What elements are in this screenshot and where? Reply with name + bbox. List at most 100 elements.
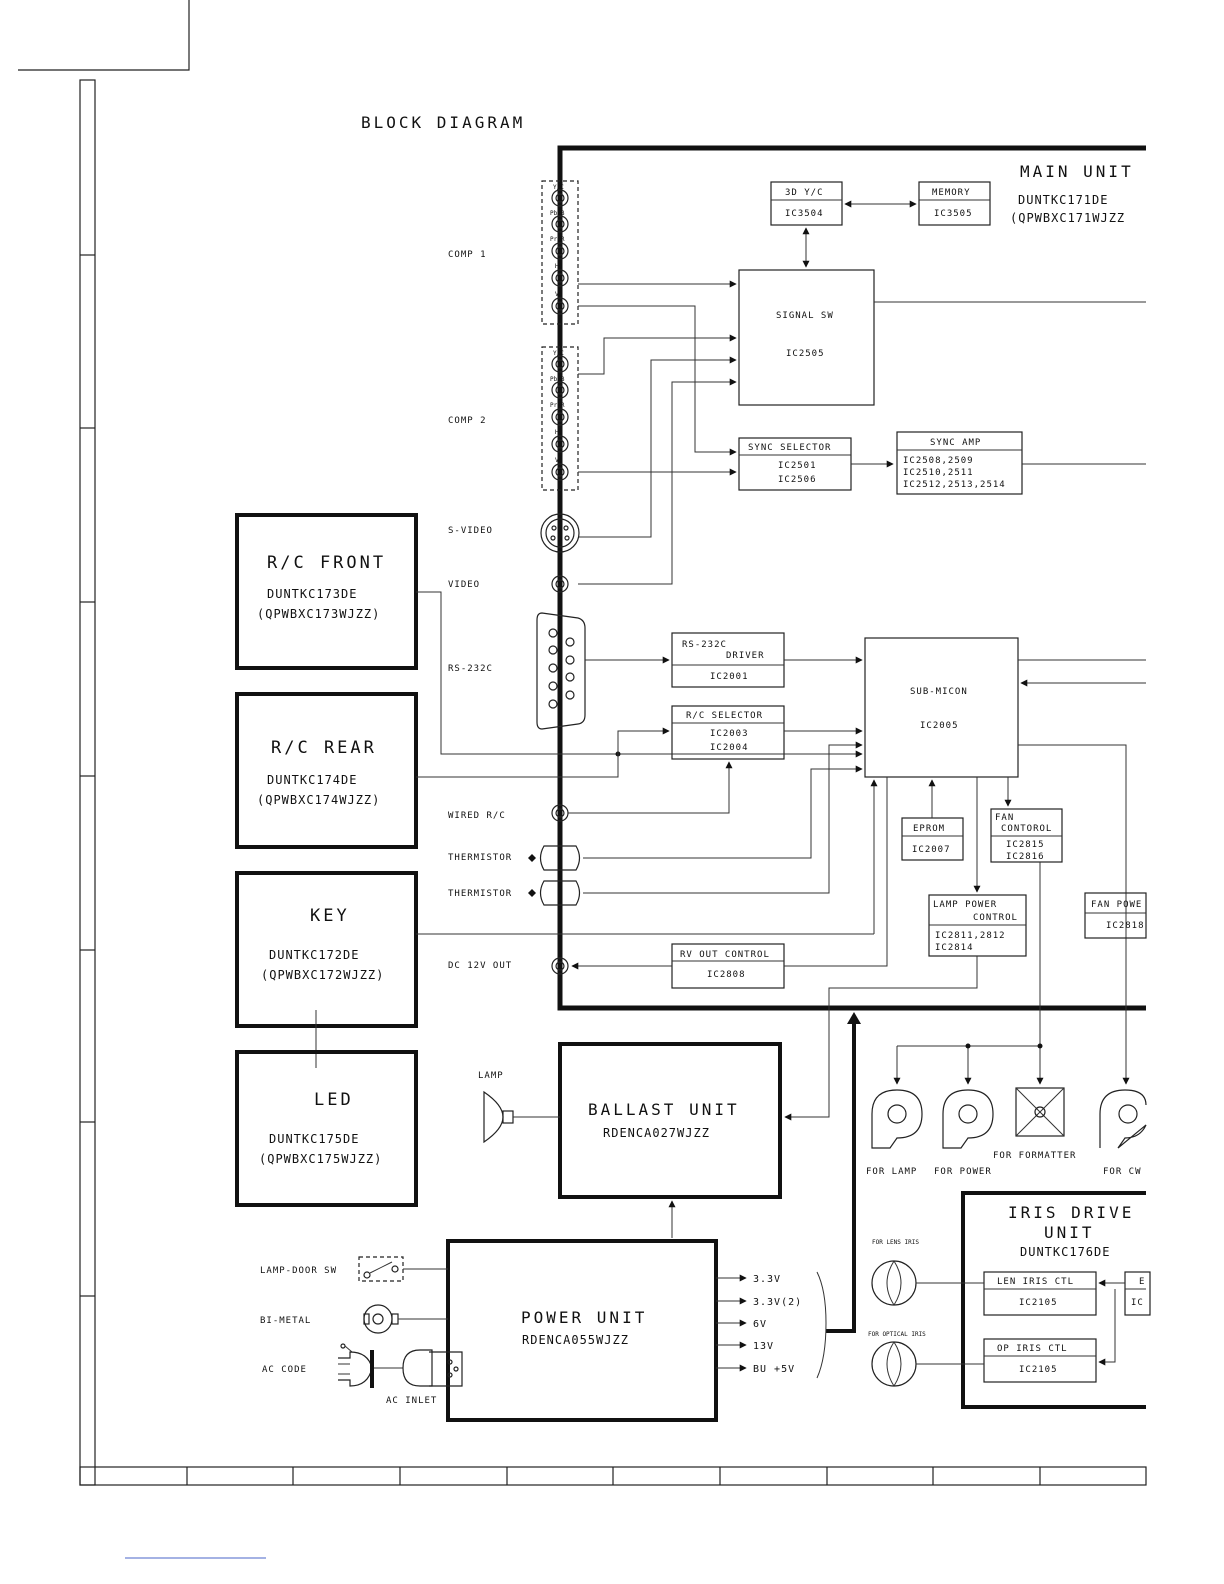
chip-3d-yc: 3D Y/C IC3504 [770, 181, 843, 226]
signal-wiring [578, 280, 737, 585]
label-lamp-door: LAMP-DOOR SW [260, 1266, 337, 1276]
ac-inlet-icon [402, 1349, 463, 1387]
unit-rc-rear: R/C REAR DUNTKC174DE (QPWBXC174WJZZ) [235, 692, 418, 849]
svg-text:RV OUT CONTROL: RV OUT CONTROL [680, 950, 770, 960]
chip-fan-control: FAN CONTOROL IC2815 IC2816 [990, 808, 1063, 863]
chip-sync-amp: SYNC AMP IC2508,2509 IC2510,2511 IC2512,… [896, 431, 1023, 495]
svg-text:6V: 6V [753, 1319, 767, 1330]
label-video: VIDEO [448, 580, 480, 590]
label-wired-rc: WIRED R/C [448, 811, 506, 821]
svg-text:CONTOROL: CONTOROL [1001, 824, 1052, 834]
fan-formatter-icon [1015, 1087, 1065, 1137]
svg-text:IC2816: IC2816 [1006, 852, 1045, 862]
svg-text:3.3V(2): 3.3V(2) [753, 1297, 802, 1308]
main-unit-title: MAIN UNIT [1020, 162, 1134, 181]
svg-text:RS-232C: RS-232C [682, 640, 727, 650]
chip-eprom: EPROM IC2007 [901, 817, 964, 861]
svg-text:LED: LED [314, 1090, 354, 1110]
svg-text:IC: IC [1131, 1298, 1144, 1308]
fan-cw-icon [1099, 1089, 1147, 1149]
svg-text:Pr/R: Pr/R [550, 236, 565, 243]
svg-text:IC2508,2509: IC2508,2509 [903, 456, 974, 466]
svg-text:EPROM: EPROM [913, 824, 945, 834]
svg-text:13V: 13V [753, 1341, 774, 1352]
svg-text:SYNC AMP: SYNC AMP [930, 438, 981, 448]
svg-text:LAMP POWER: LAMP POWER [933, 900, 997, 910]
page-frame [18, 0, 1147, 1559]
svg-text:IC2814: IC2814 [935, 943, 974, 953]
label-ac-inlet: AC INLET [386, 1396, 437, 1406]
chip-signal-sw: SIGNAL SW IC2505 [738, 269, 875, 406]
unit-ballast: BALLAST UNIT RDENCA027WJZZ [558, 1042, 782, 1199]
unit-led: LED DUNTKC175DE (QPWBXC175WJZZ) [235, 1050, 418, 1207]
svg-text:Y/C: Y/C [553, 350, 564, 357]
svg-text:(QPWBXC174WJZZ): (QPWBXC174WJZZ) [257, 793, 380, 807]
svg-text:VD: VD [555, 457, 563, 464]
svg-text:BALLAST UNIT: BALLAST UNIT [588, 1100, 740, 1119]
iris-drive-code: DUNTKC176DE [1020, 1245, 1110, 1259]
label-for-power: FOR POWER [934, 1167, 992, 1177]
label-thermistor-1: THERMISTOR [448, 853, 512, 863]
svg-text:HD: HD [555, 263, 563, 270]
svg-text:DUNTKC172DE: DUNTKC172DE [269, 948, 359, 962]
chip-iris-partial: E IC [1124, 1271, 1151, 1316]
svg-text:R/C SELECTOR: R/C SELECTOR [686, 711, 763, 721]
svg-text:IC3504: IC3504 [785, 209, 824, 219]
svg-text:POWER UNIT: POWER UNIT [521, 1308, 647, 1327]
comp2-jack-group [541, 346, 579, 491]
fan-wiring [893, 862, 1044, 1085]
svg-text:R/C FRONT: R/C FRONT [267, 553, 386, 573]
label-for-cw: FOR CW [1103, 1167, 1142, 1177]
svg-text:HD: HD [555, 429, 563, 436]
rc-wiring [416, 591, 878, 935]
fan-power-icon [942, 1089, 994, 1149]
thermistor-2 [528, 880, 581, 906]
main-unit-border [557, 145, 1146, 1011]
lamp-icon [483, 1090, 514, 1144]
label-thermistor-2: THERMISTOR [448, 889, 512, 899]
ac-plug-icon [338, 1343, 403, 1388]
label-bimetal: BI-METAL [260, 1316, 311, 1326]
comp1-jacks: Y/C Pb/B Pr/R HD VD [550, 184, 569, 315]
svg-text:DUNTKC174DE: DUNTKC174DE [267, 773, 357, 787]
svg-text:(QPWBXC175WJZZ): (QPWBXC175WJZZ) [259, 1152, 382, 1166]
label-for-optical-iris: FOR OPTICAL IRIS [868, 1331, 926, 1338]
main-unit-code: DUNTKC171DE [1018, 193, 1108, 207]
svg-text:IC3505: IC3505 [934, 209, 973, 219]
iris-drive-border [961, 1191, 1146, 1409]
label-comp2: COMP 2 [448, 416, 487, 426]
svg-text:VD: VD [555, 291, 563, 298]
label-svideo: S-VIDEO [448, 526, 493, 536]
svg-text:IC2808: IC2808 [707, 970, 746, 980]
svg-text:DUNTKC175DE: DUNTKC175DE [269, 1132, 359, 1146]
chip-sync-selector: SYNC SELECTOR IC2501 IC2506 [738, 437, 852, 491]
svg-text:DRIVER: DRIVER [726, 651, 765, 661]
svg-text:KEY: KEY [310, 906, 350, 926]
svg-text:SYNC SELECTOR: SYNC SELECTOR [748, 443, 831, 453]
svg-text:IC2001: IC2001 [710, 672, 749, 682]
svg-text:IC2818: IC2818 [1106, 921, 1145, 931]
label-rs232c: RS-232C [448, 664, 493, 674]
svg-text:SUB-MICON: SUB-MICON [910, 687, 968, 697]
svg-text:IC2512,2513,2514: IC2512,2513,2514 [903, 480, 1006, 490]
svg-text:MEMORY: MEMORY [932, 188, 971, 198]
svg-text:OP IRIS CTL: OP IRIS CTL [997, 1344, 1068, 1354]
svg-text:IC2005: IC2005 [920, 721, 959, 731]
main-unit-code2: (QPWBXC171WJZZ [1010, 211, 1125, 225]
lamp-door-switch [358, 1256, 404, 1282]
svg-text:E: E [1139, 1277, 1145, 1287]
svg-text:(QPWBXC173WJZZ): (QPWBXC173WJZZ) [257, 607, 380, 621]
svg-text:FAN: FAN [995, 813, 1014, 823]
svg-text:Pr/R: Pr/R [550, 402, 565, 409]
unit-rc-front: R/C FRONT DUNTKC173DE (QPWBXC173WJZZ) [235, 513, 418, 670]
svg-text:Pb/B: Pb/B [550, 376, 565, 383]
voltage-outputs: 3.3V 3.3V(2) 6V 13V BU +5V [716, 1271, 827, 1379]
fan-lamp-icon [871, 1089, 923, 1149]
label-for-lens-iris: FOR LENS IRIS [872, 1239, 919, 1246]
chip-len-iris-ctl: LEN IRIS CTL IC2105 [983, 1271, 1097, 1316]
chip-sub-micon: SUB-MICON IC2005 [864, 637, 1019, 778]
svg-text:3D Y/C: 3D Y/C [785, 188, 824, 198]
unit-key: KEY DUNTKC172DE (QPWBXC172WJZZ) [235, 871, 418, 1028]
svg-text:IC2501: IC2501 [778, 461, 817, 471]
svg-text:SIGNAL SW: SIGNAL SW [776, 311, 834, 321]
